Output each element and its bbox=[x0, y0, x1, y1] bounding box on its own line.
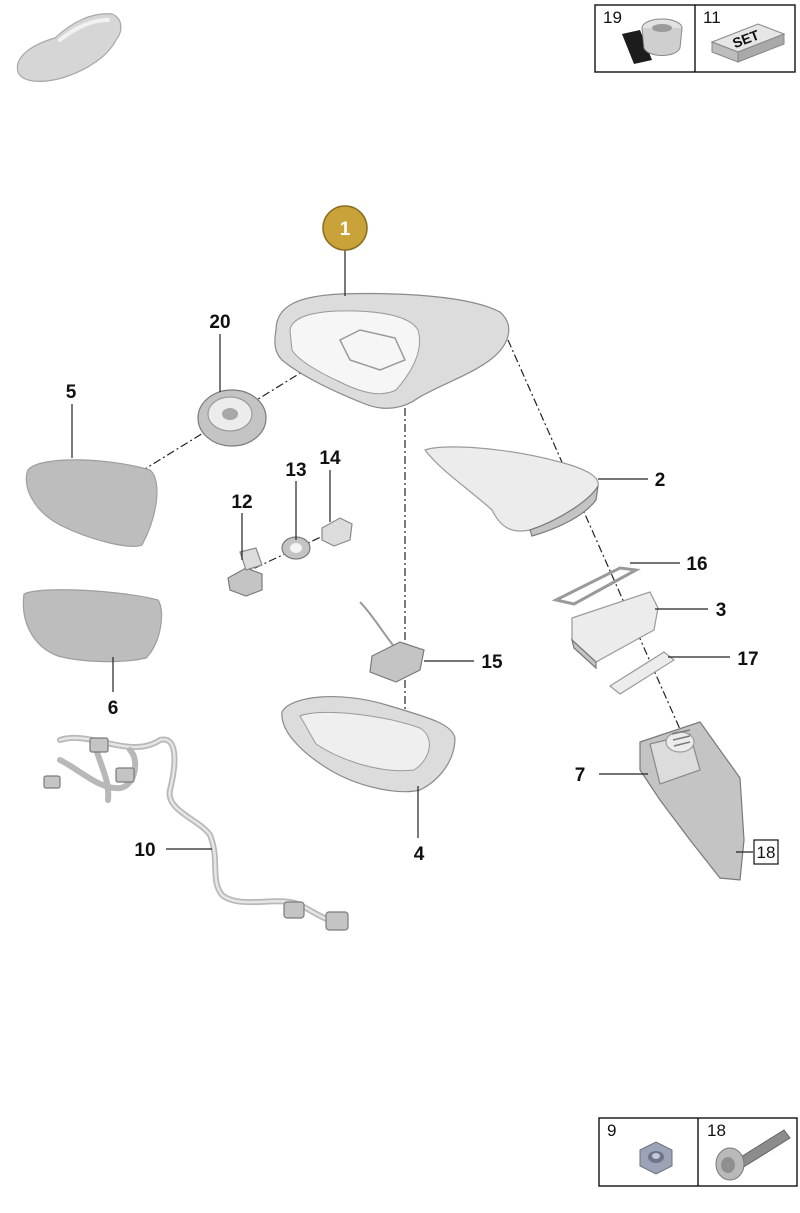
callout-label-3: 3 bbox=[716, 600, 727, 621]
callout-box-18 bbox=[753, 839, 779, 865]
callout-label-15: 15 bbox=[481, 652, 503, 673]
car-silhouette-icon bbox=[16, 13, 122, 82]
set-block-icon: SET bbox=[710, 23, 786, 63]
part-2-mirror-base bbox=[424, 446, 599, 537]
inset-label-9: 9 bbox=[607, 1121, 616, 1140]
part-1-mirror-housing bbox=[274, 292, 510, 409]
part-15-bracket bbox=[359, 601, 425, 683]
callout-label-17: 17 bbox=[737, 649, 758, 670]
part-10-wiring-harness bbox=[43, 734, 349, 931]
nut-icon bbox=[639, 1141, 673, 1175]
part-16-ring bbox=[551, 566, 641, 606]
inset-label-19: 19 bbox=[603, 8, 622, 27]
inset-box-bottom: 9 18 bbox=[598, 1117, 798, 1187]
callout-label-2: 2 bbox=[655, 470, 666, 491]
part-14-connector bbox=[321, 517, 353, 547]
callout-label-14: 14 bbox=[319, 448, 341, 469]
part-3-light-housing bbox=[570, 591, 659, 670]
callout-label-7: 7 bbox=[575, 765, 586, 786]
callout-label-6: 6 bbox=[108, 698, 119, 719]
callout-label-20: 20 bbox=[209, 312, 230, 333]
part-12-clip bbox=[227, 547, 263, 597]
callout-label-10: 10 bbox=[134, 840, 155, 861]
callout-label-13: 13 bbox=[285, 460, 306, 481]
inset-label-11: 11 bbox=[703, 8, 721, 27]
part-6-mirror-glass bbox=[22, 589, 163, 663]
callout-main: 1 bbox=[322, 205, 368, 251]
inset-label-18: 18 bbox=[707, 1121, 726, 1140]
callout-label-4: 4 bbox=[414, 844, 425, 865]
callout-label-12: 12 bbox=[231, 492, 252, 513]
part-7-motor-bracket bbox=[639, 721, 745, 881]
callout-label-16: 16 bbox=[686, 554, 707, 575]
tape-roll-icon bbox=[622, 18, 683, 64]
part-5-mirror-glass bbox=[25, 459, 158, 547]
callout-label-18: 18 bbox=[757, 843, 776, 862]
callout-label-1: 1 bbox=[340, 219, 351, 240]
part-17-light-strip bbox=[608, 651, 676, 695]
part-4-lower-cover bbox=[281, 696, 456, 793]
part-13-ring bbox=[281, 536, 311, 560]
leader-lines bbox=[71, 248, 753, 853]
bolt-icon bbox=[715, 1129, 791, 1181]
callout-label-5: 5 bbox=[66, 382, 77, 403]
part-20-actuator-disc bbox=[197, 389, 267, 447]
inset-box-top: 19 11 SET bbox=[594, 4, 796, 73]
